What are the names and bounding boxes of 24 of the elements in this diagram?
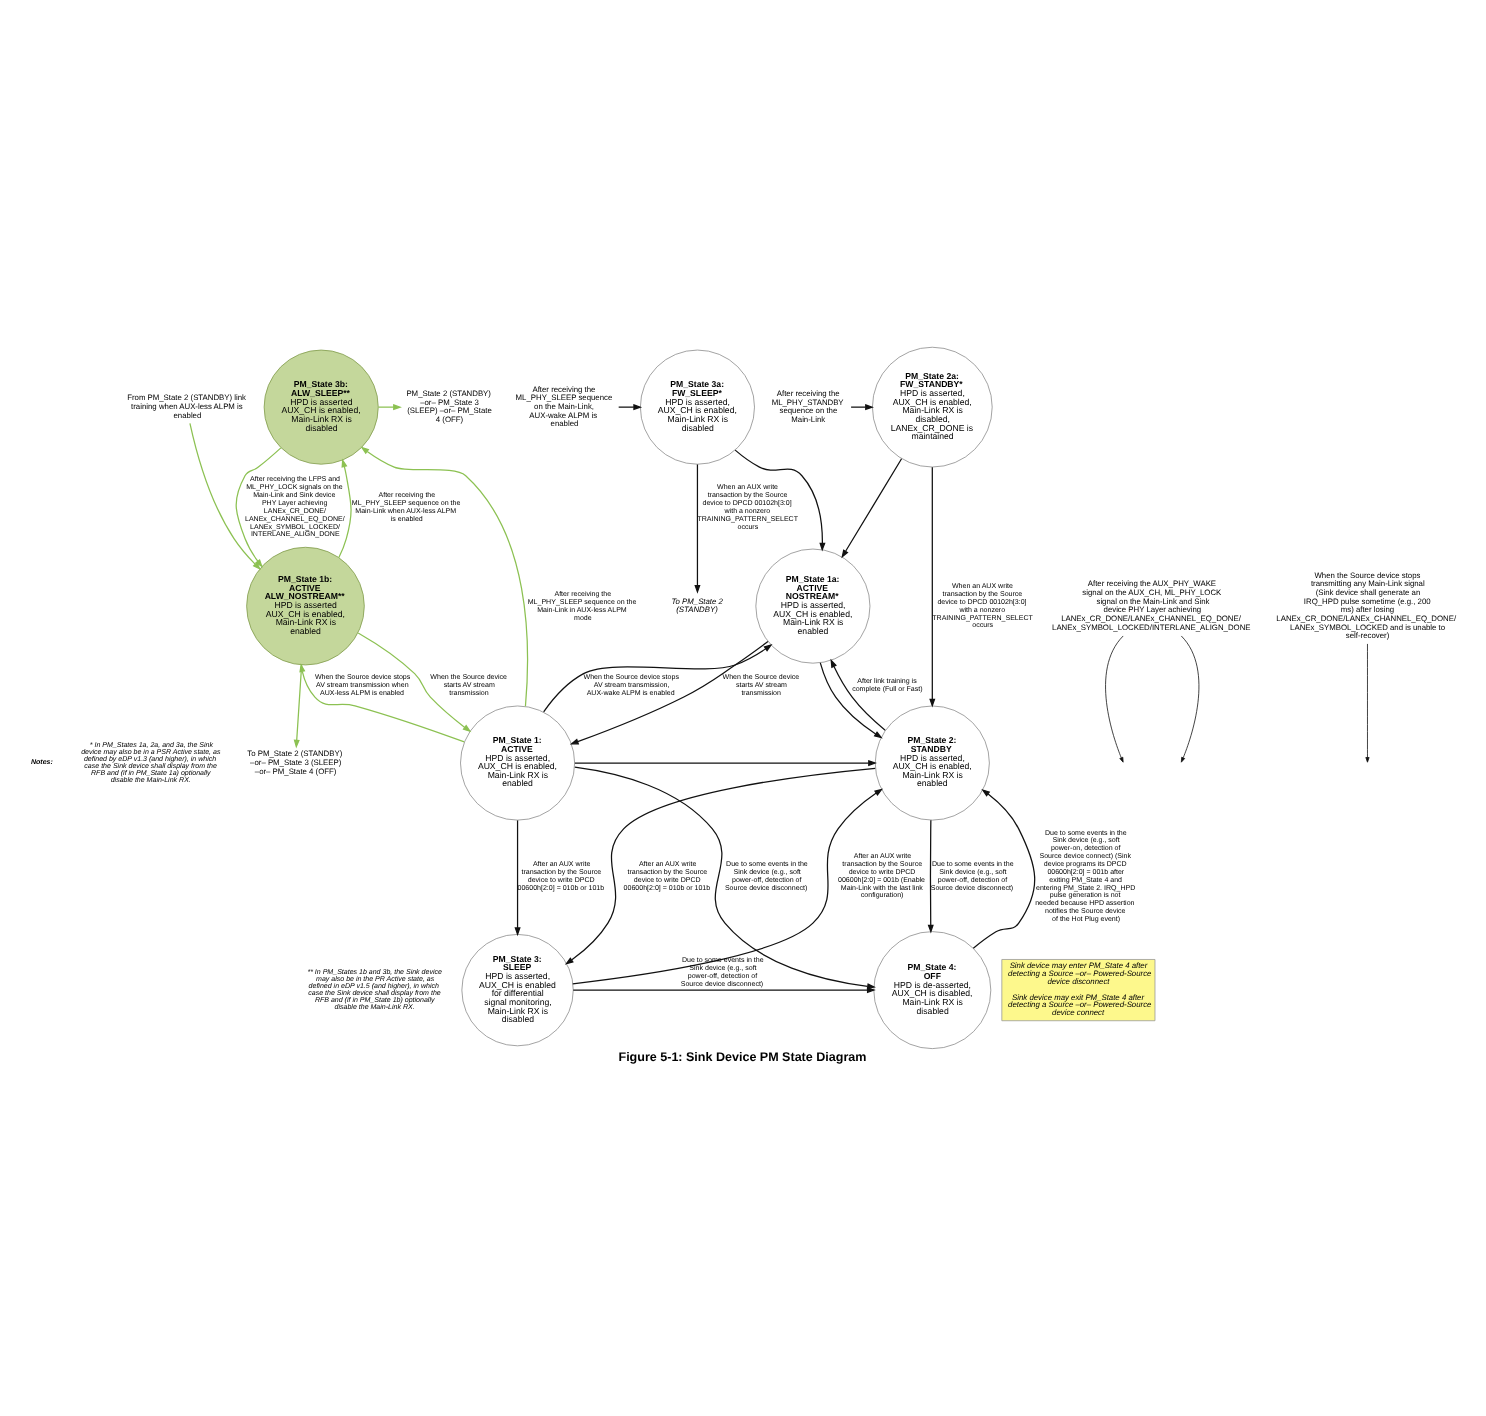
arrow <box>377 404 402 411</box>
arrow <box>299 663 465 743</box>
arrow <box>830 658 886 731</box>
arrow <box>850 404 874 411</box>
arrow <box>338 458 352 559</box>
arrow <box>618 404 643 411</box>
arrow <box>734 449 826 552</box>
arrow <box>569 640 769 745</box>
arrow <box>694 463 701 594</box>
arrow <box>1180 635 1200 763</box>
arrow <box>514 819 521 937</box>
arrow <box>929 466 936 708</box>
arrow <box>1105 635 1124 763</box>
arrow <box>360 446 529 707</box>
arrow <box>819 662 883 739</box>
arrow <box>841 458 903 559</box>
arrow <box>574 759 877 767</box>
arrow <box>572 987 876 994</box>
arrow <box>927 819 934 934</box>
arrow <box>235 447 282 568</box>
arrow <box>357 632 472 733</box>
arrow <box>543 644 773 713</box>
arrow <box>972 788 1036 949</box>
arrow <box>189 422 262 571</box>
